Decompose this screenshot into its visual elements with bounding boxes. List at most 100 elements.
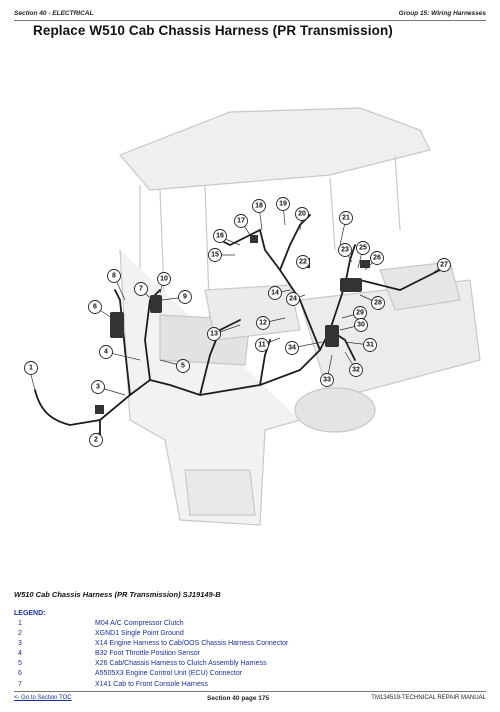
callout-number: 8: [112, 273, 116, 280]
callout-28: 28: [371, 296, 385, 310]
callout-circle: [208, 248, 222, 262]
callout-circle: [354, 318, 368, 332]
callout-1: 1: [24, 361, 38, 375]
legend-description: M04 A/C Compressor Clutch: [95, 620, 184, 627]
header-divider: [14, 20, 486, 21]
callout-number: 29: [356, 310, 364, 317]
callout-number: 5: [181, 363, 185, 370]
callout-33: 33: [320, 373, 334, 387]
callout-11: 11: [255, 338, 269, 352]
callout-13: 13: [207, 327, 221, 341]
callout-circle: [285, 341, 299, 355]
callout-34: 34: [285, 341, 299, 355]
callout-number: 15: [211, 252, 219, 259]
callout-circle: [99, 345, 113, 359]
callout-24: 24: [286, 292, 300, 306]
callout-number: 12: [259, 320, 267, 327]
callout-number: 2: [94, 437, 98, 444]
legend-number: 4: [18, 650, 22, 658]
legend-number: 7: [18, 680, 22, 688]
callout-circle: [255, 338, 269, 352]
legend-item: 4 B32 Foot Throttle Position Sensor: [14, 649, 354, 659]
callout-circle: [24, 361, 38, 375]
legend-item: 7 X141 Cab to Front Console Harness: [14, 680, 354, 690]
callout-circle: [88, 300, 102, 314]
callout-5: 5: [176, 359, 190, 373]
callout-2: 2: [89, 433, 103, 447]
callout-8: 8: [107, 269, 121, 283]
callout-27: 27: [437, 258, 451, 272]
callout-circle: [370, 251, 384, 265]
callout-circle: [349, 363, 363, 377]
callout-circle: [268, 286, 282, 300]
callout-16: 16: [213, 229, 227, 243]
callout-14: 14: [268, 286, 282, 300]
legend-list: 1 M04 A/C Compressor Clutch 2 XGND1 Single…: [14, 619, 354, 690]
callout-circle: [295, 207, 309, 221]
callout-number: 7: [139, 286, 143, 293]
callout-25: 25: [356, 241, 370, 255]
legend-description: B32 Foot Throttle Position Sensor: [95, 650, 200, 658]
callout-circle: [356, 241, 370, 255]
callout-number: 30: [357, 322, 365, 329]
callout-circle: [176, 359, 190, 373]
legend-number: 6: [18, 670, 22, 678]
callout-number: 4: [104, 349, 108, 356]
callout-32: 32: [349, 363, 363, 377]
callout-number: 26: [373, 255, 381, 262]
callout-circle: [157, 272, 171, 286]
callout-31: 31: [363, 338, 377, 352]
legend-description: X141 Cab to Front Console Harness: [95, 680, 208, 688]
callout-15: 15: [208, 248, 222, 262]
callout-circle: [338, 243, 352, 257]
legend-number: 1: [18, 620, 22, 627]
footer-divider: [14, 691, 486, 692]
legend-number: 2: [18, 630, 22, 638]
manual-id: TM134519-TECHNICAL REPAIR MANUAL: [371, 695, 486, 701]
callout-26: 26: [370, 251, 384, 265]
callout-6: 6: [88, 300, 102, 314]
callout-number: 25: [359, 245, 367, 252]
section-toc-link[interactable]: <- Go to Section TOC: [14, 695, 72, 701]
callout-circle: [320, 373, 334, 387]
callout-circle: [91, 380, 105, 394]
callout-23: 23: [338, 243, 352, 257]
callout-17: 17: [234, 214, 248, 228]
callout-number: 22: [299, 259, 307, 266]
legend-number: 5: [18, 660, 22, 668]
callout-number: 16: [216, 233, 224, 240]
page-title: Replace W510 Cab Chassis Harness (PR Tra…: [33, 23, 393, 38]
callout-circle: [363, 338, 377, 352]
callout-30: 30: [354, 318, 368, 332]
legend-description: A5505X3 Engine Control Unit (ECU) Connec…: [95, 670, 243, 678]
callout-number: 24: [289, 296, 297, 303]
callout-number: 21: [342, 215, 350, 222]
callout-number: 17: [237, 218, 245, 225]
legend-item: 6 A5505X3 Engine Control Unit (ECU) Conne…: [14, 669, 354, 679]
callout-circle: [296, 255, 310, 269]
callout-circle: [107, 269, 121, 283]
callout-12: 12: [256, 316, 270, 330]
legend-item: 1 M04 A/C Compressor Clutch: [14, 619, 354, 629]
callout-7: 7: [134, 282, 148, 296]
callout-circle: [213, 229, 227, 243]
callout-circle: [437, 258, 451, 272]
callout-circle: [371, 296, 385, 310]
figure-caption: W510 Cab Chassis Harness (PR Transmissio…: [14, 590, 221, 599]
callout-number: 31: [366, 342, 374, 349]
callout-number: 18: [255, 203, 263, 210]
legend-description: XGND1 Single Point Ground: [95, 630, 184, 638]
callout-number: 14: [271, 290, 279, 297]
callout-29: 29: [353, 306, 367, 320]
group-header: Group 15: Wiring Harnesses: [398, 10, 486, 17]
page-number: Section 40 page 175: [207, 695, 270, 702]
callout-circle: [339, 211, 353, 225]
callout-circle: [234, 214, 248, 228]
callout-circle: [276, 197, 290, 211]
callout-4: 4: [99, 345, 113, 359]
callout-number: 6: [93, 304, 97, 311]
callout-number: 34: [288, 345, 296, 352]
cab-body-illustration: [118, 107, 481, 526]
callout-3: 3: [91, 380, 105, 394]
